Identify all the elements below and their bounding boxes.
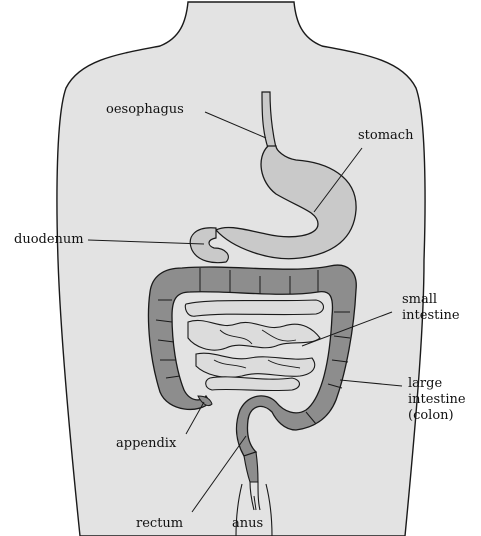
label-rectum: rectum bbox=[136, 516, 183, 532]
label-oesophagus: oesophagus bbox=[106, 102, 184, 118]
label-small-intestine: small intestine bbox=[402, 292, 460, 324]
label-large-intestine-line-2: intestine bbox=[408, 392, 466, 408]
label-large-intestine: large intestine (colon) bbox=[408, 376, 466, 424]
label-large-intestine-line-1: large bbox=[408, 376, 466, 392]
label-large-intestine-line-3: (colon) bbox=[408, 408, 466, 424]
label-anus: anus bbox=[232, 516, 263, 532]
label-stomach: stomach bbox=[358, 128, 413, 144]
label-small-intestine-line-2: intestine bbox=[402, 308, 460, 324]
label-appendix: appendix bbox=[116, 436, 176, 452]
label-duodenum: duodenum bbox=[14, 232, 84, 248]
label-small-intestine-line-1: small bbox=[402, 292, 460, 308]
